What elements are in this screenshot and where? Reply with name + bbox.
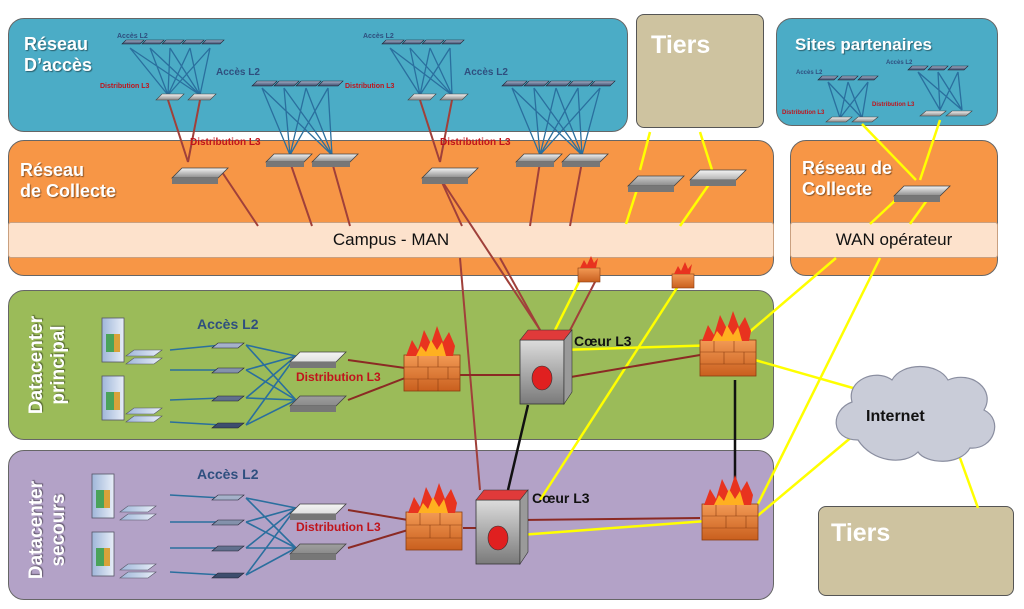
main-external-firewall — [699, 311, 757, 377]
acces-l2-label-3: Accès L2 — [363, 33, 394, 40]
collect-network-title: Réseau de Collecte — [20, 160, 117, 201]
main-dc-firewall — [403, 326, 461, 392]
backup-core-l3-label: Cœur L3 — [532, 490, 590, 506]
backup-dc-access-switches — [211, 494, 245, 579]
collect-switches — [171, 153, 951, 202]
wan-operator-bar: WAN opérateur — [790, 222, 998, 258]
backup-dc-distribution-l3-label: Distribution L3 — [296, 520, 381, 534]
main-dc-servers — [101, 317, 163, 423]
backup-dc-servers — [91, 473, 157, 579]
main-dc-distribution-l3-label: Distribution L3 — [296, 370, 381, 384]
backup-external-firewall — [701, 475, 759, 541]
campus-firewalls — [577, 256, 695, 289]
main-dc-access-switches — [211, 342, 245, 429]
wan-collect-title: Réseau de Collecte — [802, 158, 893, 199]
distribution-l3-label-3: Distribution L3 — [345, 83, 395, 90]
campus-man-bar: Campus - MAN — [8, 222, 774, 258]
partner-distribution-l3-label-1: Distribution L3 — [782, 110, 825, 116]
distribution-switches-small — [155, 93, 973, 123]
partner-distribution-l3-label-2: Distribution L3 — [872, 102, 915, 108]
tiers-box-bottom: Tiers — [818, 506, 1014, 596]
access-network-zone — [8, 18, 628, 132]
tiers-box-top: Tiers — [636, 14, 764, 128]
acces-l2-label-4: Accès L2 — [464, 67, 508, 78]
partner-acces-l2-label-2: Accès L2 — [886, 60, 913, 66]
backup-dc-acces-l2-label: Accès L2 — [197, 466, 259, 482]
tiers-top-label: Tiers — [651, 31, 711, 59]
partner-acces-l2-label-1: Accès L2 — [796, 70, 823, 76]
backup-dc-firewall — [405, 483, 463, 551]
acces-l2-label-2: Accès L2 — [216, 67, 260, 78]
acces-l2-label-1: Accès L2 — [117, 33, 148, 40]
main-core-switch — [519, 329, 573, 405]
backup-core-switch — [475, 489, 529, 565]
main-core-l3-label: Cœur L3 — [574, 333, 632, 349]
distribution-l3-label-1: Distribution L3 — [100, 83, 150, 90]
datacenter-blue-links — [169, 344, 297, 576]
internet-cloud-icon — [835, 366, 996, 462]
distribution-l3-label-2: Distribution L3 — [190, 137, 261, 148]
main-dc-acces-l2-label: Accès L2 — [197, 316, 259, 332]
access-l2-switches-top — [121, 39, 969, 87]
yellow-links — [519, 119, 980, 537]
access-network-title: Réseau D’accès — [24, 34, 93, 75]
internet-label: Internet — [866, 408, 925, 425]
main-dc-distribution — [289, 351, 347, 412]
datacenter-red-links — [347, 354, 701, 549]
partner-sites-title: Sites partenaires — [795, 35, 933, 54]
backup-dc-distribution — [289, 503, 347, 560]
distribution-l3-label-4: Distribution L3 — [440, 137, 511, 148]
access-mesh-links — [129, 47, 963, 156]
tiers-bottom-label: Tiers — [831, 519, 891, 547]
